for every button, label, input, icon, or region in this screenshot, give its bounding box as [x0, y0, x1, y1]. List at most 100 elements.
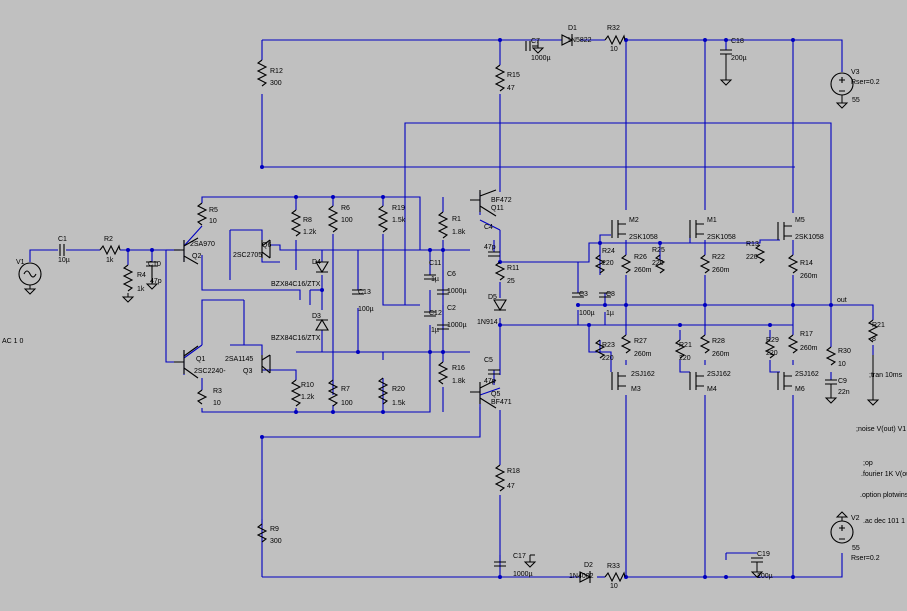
component-value-r21: 8 — [872, 336, 876, 343]
junctions — [126, 38, 833, 579]
component-label-r11: R11 — [507, 265, 519, 272]
component-value-v3v: 55 — [852, 97, 860, 104]
component-value-r12: 300 — [270, 80, 282, 87]
component-value-r28: 260m — [712, 351, 730, 358]
component-label-r3: R3 — [213, 388, 222, 395]
component-label-q3t: 2SA1145 — [225, 356, 253, 363]
component-value-r10: 1.2k — [301, 394, 315, 401]
spice-directive[interactable]: ;noise V(out) V1 — [856, 426, 906, 433]
spice-directive[interactable]: .option plotwinsize=0 — [860, 492, 907, 499]
component-label-q5t: BF471 — [491, 399, 512, 406]
component-label-c18: C18 — [731, 38, 744, 45]
spice-directive[interactable]: .ac dec 101 1 1meg — [863, 518, 907, 525]
component-label-out: out — [837, 297, 847, 304]
component-value-v3: Rser=0.2 — [851, 79, 880, 86]
component-label-q6t: 2SC2705 — [233, 252, 262, 259]
component-label-c2: C2 — [447, 305, 456, 312]
component-label-m2t: 2SK1058 — [629, 234, 658, 241]
component-value-r2: 1k — [106, 257, 114, 264]
component-value-r9: 300 — [270, 538, 282, 545]
component-value-v2v: 55 — [852, 545, 860, 552]
component-label-r32: R32 — [607, 25, 620, 32]
component-label-m4: M4 — [707, 386, 717, 393]
component-label-d3: D3 — [312, 313, 321, 320]
component-value-c13: 100µ — [358, 306, 374, 313]
component-value-c19: 200µ — [757, 573, 773, 580]
component-label-q11: Q11 — [491, 205, 504, 212]
component-label-c10: C10 — [148, 261, 161, 268]
component-label-c1: C1 — [58, 236, 67, 243]
component-value-c18: 200µ — [731, 55, 747, 62]
component-value-r6: 100 — [341, 217, 353, 224]
component-value-r30: 10 — [838, 361, 846, 368]
component-label-r6: R6 — [341, 205, 350, 212]
component-label-d4t: BZX84C16/ZTX — [271, 281, 321, 288]
spice-directive[interactable]: ;tran 10ms — [869, 372, 903, 379]
component-label-r17: R17 — [800, 331, 813, 338]
component-label-q3: Q3 — [243, 368, 252, 375]
component-label-q2a: 2SA970 — [190, 241, 215, 248]
component-label-d2: D2 — [584, 562, 593, 569]
component-value-c7: 1000µ — [531, 55, 551, 62]
component-label-r8: R8 — [303, 217, 312, 224]
component-label-q11t: BF472 — [491, 197, 512, 204]
component-label-r25: R25 — [652, 247, 665, 254]
component-label-r9: R9 — [270, 526, 279, 533]
component-label-r16: R16 — [452, 365, 465, 372]
component-label-v2: V2 — [851, 515, 860, 522]
spice-directive[interactable]: ;op — [863, 460, 873, 467]
component-label-v1: V1 — [16, 259, 25, 266]
transistor-symbols — [174, 189, 792, 409]
spice-directive[interactable]: .fourier 1K V(out) — [861, 471, 907, 478]
component-value-r21b: 220 — [679, 355, 691, 362]
component-value-c8: 1µ — [606, 310, 614, 317]
component-value-r22: 260m — [712, 267, 730, 274]
component-value-r4: 1k — [137, 286, 145, 293]
component-label-c17: C17 — [513, 553, 526, 560]
component-label-m5: M5 — [795, 217, 805, 224]
component-label-q6: Q6 — [262, 242, 271, 249]
ground-symbols — [23, 40, 880, 578]
diode-symbols — [315, 34, 592, 583]
component-label-r22: R22 — [712, 254, 725, 261]
component-value-c1: 10µ — [58, 257, 70, 264]
component-value-c4: 47p — [484, 244, 496, 251]
component-value-c5: 47p — [484, 378, 496, 385]
component-label-c4: C4 — [484, 224, 493, 231]
component-value-r8: 1.2k — [303, 229, 317, 236]
resistor-symbols — [99, 34, 879, 583]
component-label-m4t: 2SJ162 — [707, 371, 731, 378]
component-value-r5: 10 — [209, 218, 217, 225]
component-label-d5: D5 — [488, 294, 497, 301]
component-label-r1: R1 — [452, 216, 461, 223]
component-label-c11: C11 — [429, 260, 441, 267]
component-label-q2: Q2 — [192, 253, 201, 260]
component-label-r23: R23 — [602, 342, 615, 349]
component-label-r14: R14 — [800, 260, 813, 267]
component-value-r11: 25 — [507, 278, 515, 285]
component-value-c11: 1µ — [431, 276, 439, 283]
component-label-r13: R13 — [746, 241, 759, 248]
component-label-r2: R2 — [104, 236, 113, 243]
component-label-q5: Q5 — [491, 391, 500, 398]
component-value-r14: 260m — [800, 273, 818, 280]
spice-directive[interactable]: AC 1 0 — [2, 338, 24, 345]
component-label-r21b: R21 — [679, 342, 692, 349]
component-label-m5t: 2SK1058 — [795, 234, 824, 241]
component-label-r24: R24 — [602, 248, 615, 255]
component-value-r27: 260m — [634, 351, 652, 358]
component-value-r20: 1.5k — [392, 400, 406, 407]
component-value-r7: 100 — [341, 400, 353, 407]
component-value-r32: 10 — [610, 46, 618, 53]
component-label-c9: C9 — [838, 378, 847, 385]
component-label-m6t: 2SJ162 — [795, 371, 819, 378]
component-label-c12: C12 — [429, 310, 442, 317]
component-label-q1t: 2SC2240- — [194, 368, 226, 375]
component-value-r13: 220 — [746, 254, 758, 261]
component-label-c6: C6 — [447, 271, 456, 278]
component-label-r18: R18 — [507, 468, 520, 475]
component-value-c6: 1000µ — [447, 288, 467, 295]
component-label-d3t: BZX84C16/ZTX — [271, 335, 321, 342]
